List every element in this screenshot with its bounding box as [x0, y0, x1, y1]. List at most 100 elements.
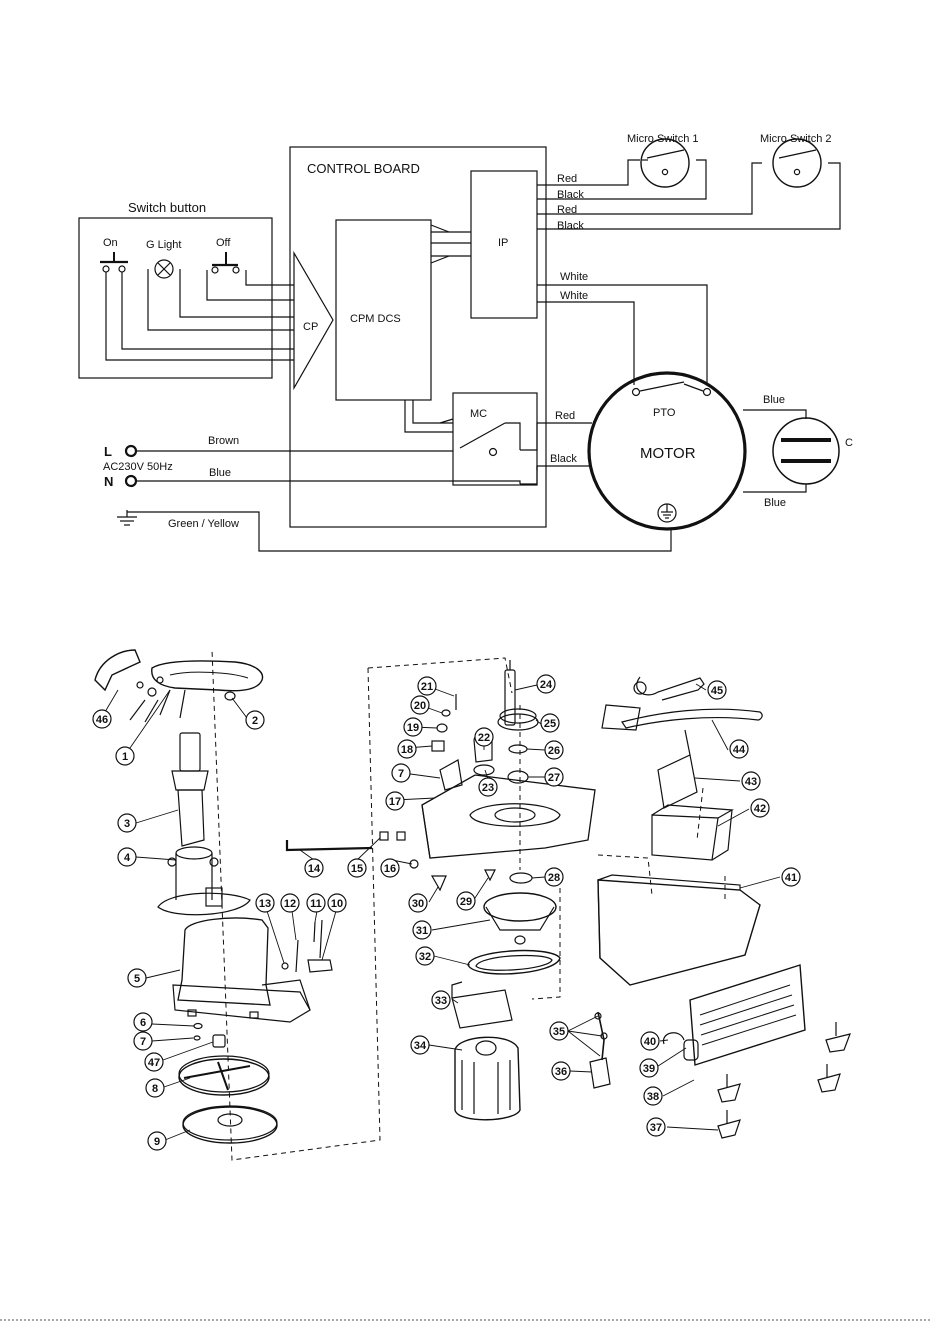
callout-28: 28 — [544, 867, 564, 887]
callout-18: 18 — [397, 739, 417, 759]
wire-white-2: White — [560, 290, 588, 302]
callout-16: 16 — [380, 858, 400, 878]
svg-text:2: 2 — [252, 715, 258, 727]
svg-text:28: 28 — [548, 872, 560, 884]
svg-text:45: 45 — [711, 685, 723, 697]
callout-36: 36 — [551, 1061, 571, 1081]
svg-text:15: 15 — [351, 863, 363, 875]
svg-text:32: 32 — [419, 951, 431, 963]
svg-text:47: 47 — [148, 1057, 160, 1069]
cp-arrow-shape — [293, 250, 334, 391]
callout-24: 24 — [536, 674, 556, 694]
callout-14: 14 — [304, 858, 324, 878]
svg-text:22: 22 — [478, 732, 490, 744]
part-callouts: 46 1 2 3 4 5 6 7 47 8 9 10 11 12 13 14 1… — [92, 674, 801, 1151]
callout-20: 20 — [410, 695, 430, 715]
callout-17: 17 — [385, 791, 405, 811]
wire-green-yellow: Green / Yellow — [168, 518, 239, 530]
wire-black-motor: Black — [550, 453, 577, 465]
svg-text:27: 27 — [548, 772, 560, 784]
svg-text:21: 21 — [421, 681, 433, 693]
svg-text:46: 46 — [96, 714, 108, 726]
svg-text:26: 26 — [548, 745, 560, 757]
callout-9: 9 — [147, 1131, 167, 1151]
callout-4: 4 — [117, 847, 137, 867]
cpm-dcs-label: CPM DCS — [350, 313, 401, 325]
svg-text:14: 14 — [308, 863, 321, 875]
callout-19: 19 — [403, 717, 423, 737]
svg-text:23: 23 — [482, 782, 494, 794]
callout-30: 30 — [408, 893, 428, 913]
svg-text:20: 20 — [414, 700, 426, 712]
n-terminal-label: N — [104, 474, 113, 489]
switch-button-box — [78, 217, 273, 379]
callout-35: 35 — [549, 1021, 569, 1041]
exploded-view — [94, 649, 851, 1161]
svg-text:36: 36 — [555, 1066, 567, 1078]
l-terminal-label: L — [104, 444, 112, 459]
wire-blue-cap-top: Blue — [763, 394, 785, 406]
svg-text:30: 30 — [412, 898, 424, 910]
callout-21: 21 — [417, 676, 437, 696]
callout-27: 27 — [544, 767, 564, 787]
micro-switch-2-label: Micro Switch 2 — [760, 133, 832, 145]
callout-leaders — [104, 683, 781, 1141]
svg-text:29: 29 — [460, 896, 472, 908]
svg-text:4: 4 — [124, 852, 131, 864]
svg-text:38: 38 — [647, 1091, 659, 1103]
callout-13: 13 — [255, 893, 275, 913]
svg-text:11: 11 — [310, 898, 322, 910]
callout-25: 25 — [540, 713, 560, 733]
callout-38: 38 — [643, 1086, 663, 1106]
callout-45: 45 — [707, 680, 727, 700]
callout-31: 31 — [412, 920, 432, 940]
wire-brown: Brown — [208, 435, 239, 447]
svg-text:18: 18 — [401, 744, 413, 756]
wire-black-1: Black — [557, 189, 584, 201]
callout-11: 11 — [306, 893, 326, 913]
svg-text:5: 5 — [134, 973, 140, 985]
callout-7b: 7 — [391, 763, 411, 783]
cpm-dcs-box — [335, 219, 432, 401]
callout-15: 15 — [347, 858, 367, 878]
svg-text:44: 44 — [733, 744, 746, 756]
svg-text:39: 39 — [643, 1063, 655, 1075]
callout-33: 33 — [431, 990, 451, 1010]
wiring-diagram — [78, 138, 841, 552]
callout-10: 10 — [327, 893, 347, 913]
svg-text:3: 3 — [124, 818, 130, 830]
supply-label: AC230V 50Hz — [103, 461, 173, 473]
svg-text:7: 7 — [398, 768, 404, 780]
ip-box — [470, 170, 538, 319]
wire-red-2: Red — [557, 204, 577, 216]
svg-text:8: 8 — [152, 1083, 158, 1095]
callout-12: 12 — [280, 893, 300, 913]
mc-label: MC — [470, 408, 487, 420]
svg-text:10: 10 — [331, 898, 343, 910]
svg-text:6: 6 — [140, 1017, 146, 1029]
off-label: Off — [216, 237, 231, 249]
svg-text:42: 42 — [754, 803, 766, 815]
control-board-label: CONTROL BOARD — [307, 161, 420, 176]
callout-34: 34 — [410, 1035, 430, 1055]
svg-text:35: 35 — [553, 1026, 565, 1038]
callout-8: 8 — [145, 1078, 165, 1098]
callout-7a: 7 — [133, 1031, 153, 1051]
svg-text:16: 16 — [384, 863, 396, 875]
svg-text:33: 33 — [435, 995, 447, 1007]
callout-43: 43 — [741, 771, 761, 791]
wire-white-1: White — [560, 271, 588, 283]
svg-text:7: 7 — [140, 1036, 146, 1048]
callout-37: 37 — [646, 1117, 666, 1137]
callout-2: 2 — [245, 710, 265, 730]
wire-black-2: Black — [557, 220, 584, 232]
callout-32: 32 — [415, 946, 435, 966]
svg-text:17: 17 — [389, 796, 401, 808]
ip-label: IP — [498, 237, 508, 249]
capacitor-label: C — [845, 437, 853, 449]
callout-3: 3 — [117, 813, 137, 833]
svg-text:37: 37 — [650, 1122, 662, 1134]
on-label: On — [103, 237, 118, 249]
callout-6: 6 — [133, 1012, 153, 1032]
